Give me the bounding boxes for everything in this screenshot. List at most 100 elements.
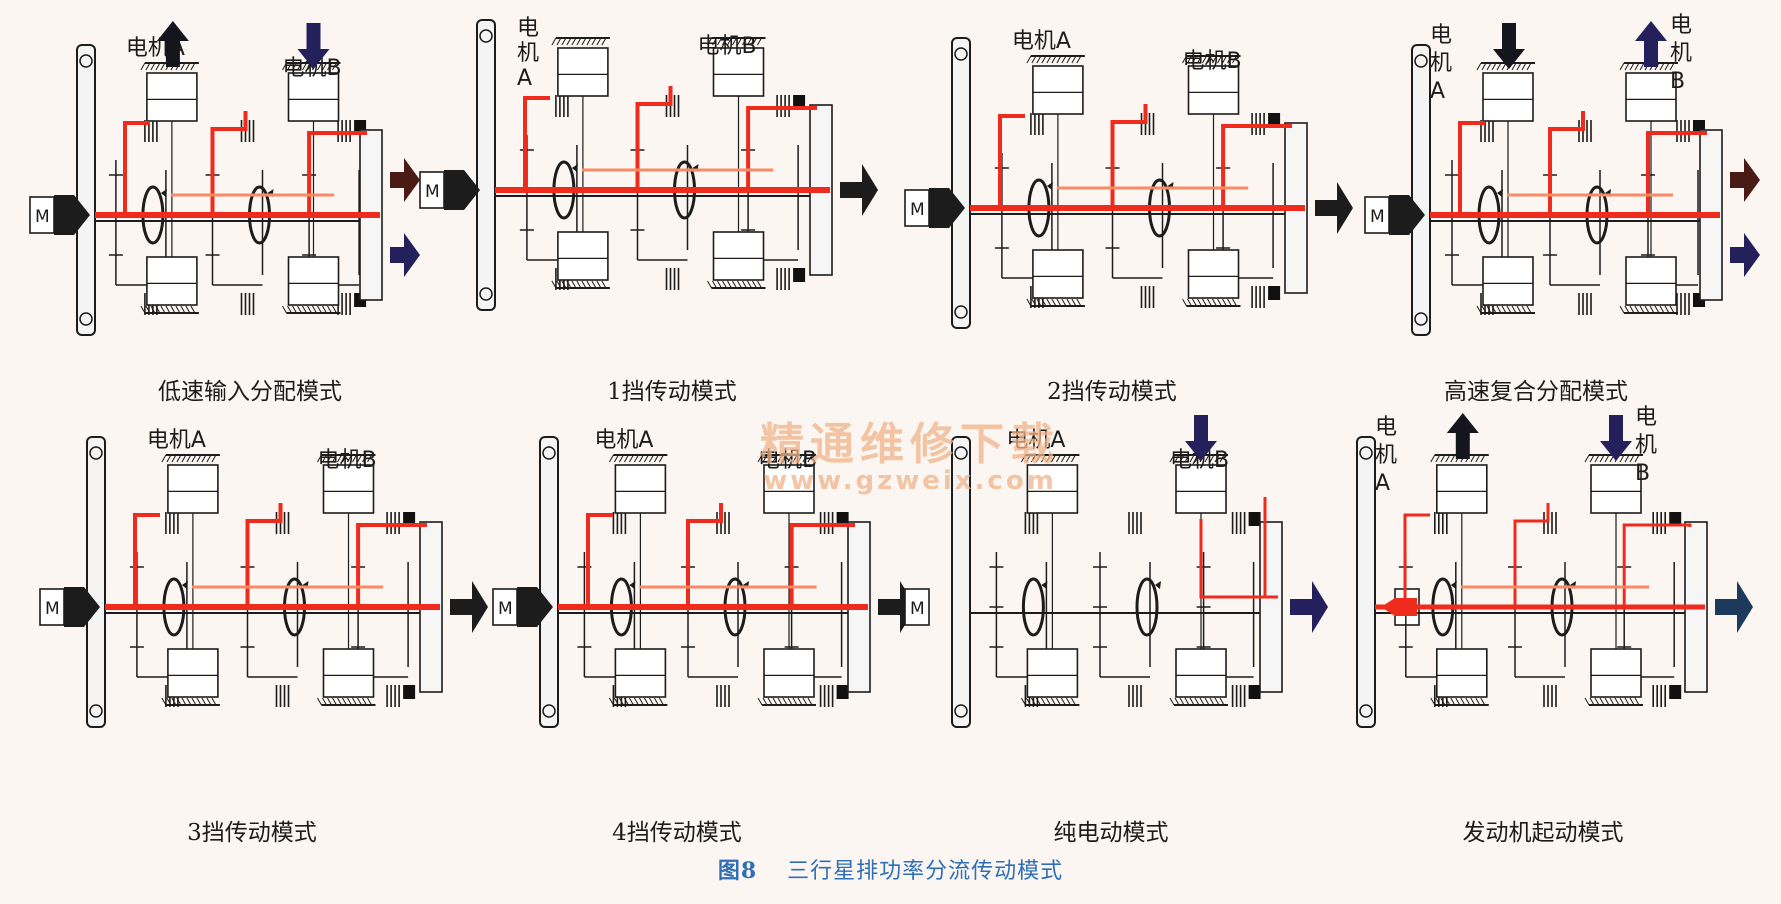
output-arrow <box>1715 581 1753 633</box>
housing-hatch <box>1199 697 1205 706</box>
housing-hatch <box>171 454 177 463</box>
housing-hatch <box>1476 62 1482 71</box>
housing-hatch <box>742 280 747 289</box>
housing-hatch <box>1197 55 1202 64</box>
housing-hatch <box>1584 454 1590 463</box>
housing-hatch <box>1649 305 1655 314</box>
motor-a-top <box>1436 464 1488 514</box>
motor-a-label: 电机A <box>147 428 206 453</box>
housing-hatch <box>1040 454 1046 463</box>
housing-hatch <box>1460 697 1466 706</box>
housing-hatch <box>322 697 327 706</box>
motor-b-top <box>1187 65 1240 115</box>
motor-b-arrow <box>1600 415 1632 461</box>
clutch-2-brake <box>1669 685 1682 699</box>
housing-hatch <box>1619 62 1625 71</box>
housing-hatch <box>347 454 352 463</box>
housing-hatch <box>282 305 287 314</box>
housing-hatch <box>601 280 607 289</box>
housing-hatch <box>1076 55 1082 64</box>
housing-hatch <box>757 454 763 463</box>
housing-hatch <box>1480 697 1486 706</box>
housing-hatch <box>1624 697 1630 706</box>
motor-b-arrow <box>1185 415 1217 461</box>
flywheel-bolt <box>954 305 968 319</box>
housing-hatch <box>155 305 161 314</box>
engine-block <box>39 588 65 626</box>
housing-hatch <box>1470 454 1476 463</box>
housing-hatch <box>1496 305 1502 314</box>
clutch-2-brake <box>1268 286 1281 300</box>
housing-hatch <box>1020 454 1026 463</box>
flywheel-frame <box>1411 44 1431 336</box>
motor-a-label-char: A <box>517 66 532 91</box>
housing-hatch <box>1526 305 1532 314</box>
clutch-top-2-brake <box>836 512 849 526</box>
housing-hatch <box>576 37 582 46</box>
housing-hatch <box>1511 62 1517 71</box>
housing-hatch <box>787 454 793 463</box>
spin-a-tip <box>571 164 578 172</box>
motor-a-label-char: 电 <box>517 16 539 41</box>
housing-hatch <box>727 280 732 289</box>
housing-hatch <box>170 305 176 314</box>
power-flow-a <box>123 121 150 215</box>
housing-hatch <box>1589 697 1595 706</box>
housing-hatch <box>767 697 773 706</box>
engine-arrow <box>517 587 553 627</box>
housing-hatch <box>1192 298 1197 307</box>
flywheel-bolt <box>954 47 968 61</box>
housing-hatch <box>1440 454 1446 463</box>
motor-a-label-char: 电 <box>1430 23 1452 48</box>
motor-a-top <box>614 464 667 514</box>
output-arrow <box>840 164 878 216</box>
housing-hatch <box>1071 298 1077 307</box>
housing-hatch <box>1076 298 1082 307</box>
housing-hatch <box>175 305 181 314</box>
housing-hatch <box>777 454 783 463</box>
housing-hatch <box>1204 454 1210 463</box>
power-flow-b <box>210 111 248 215</box>
housing-hatch <box>1232 55 1237 64</box>
panel-caption-4: 高速复合分配模式 <box>1444 379 1628 405</box>
housing-hatch <box>161 697 167 706</box>
housing-hatch <box>297 62 302 71</box>
motor-a-arrow <box>156 21 189 67</box>
housing-hatch <box>581 280 587 289</box>
housing-hatch <box>571 280 577 289</box>
motor-a-top <box>557 47 609 97</box>
power-flow-b <box>635 86 673 190</box>
engine-label: M <box>910 599 925 619</box>
housing-hatch <box>342 454 347 463</box>
housing-hatch <box>1065 697 1071 706</box>
power-flow-ev <box>1199 519 1278 599</box>
housing-hatch <box>1521 62 1527 71</box>
power-flow-c <box>1221 124 1292 208</box>
housing-hatch <box>707 37 712 46</box>
output-arrow-2 <box>1730 233 1760 277</box>
housing-hatch <box>643 697 649 706</box>
engine-arrow <box>444 170 480 210</box>
housing-hatch <box>653 454 659 463</box>
housing-hatch <box>190 62 196 71</box>
housing-hatch <box>1061 298 1067 307</box>
housing-hatch <box>1455 697 1461 706</box>
housing-hatch <box>1614 697 1620 706</box>
housing-hatch <box>633 454 639 463</box>
flywheel-frame <box>951 436 971 728</box>
housing-hatch <box>181 454 187 463</box>
housing-hatch <box>362 454 367 463</box>
housing-hatch <box>1209 697 1215 706</box>
engine-label: M <box>35 207 50 227</box>
housing-hatch <box>618 697 624 706</box>
motor-b-label: 电机B <box>698 34 757 59</box>
housing-hatch <box>1511 305 1517 314</box>
engine-arrow <box>64 587 100 627</box>
power-flow-a <box>523 96 550 190</box>
motor-a-bottom <box>167 648 219 698</box>
housing-hatch <box>185 62 191 71</box>
housing-hatch <box>742 37 747 46</box>
